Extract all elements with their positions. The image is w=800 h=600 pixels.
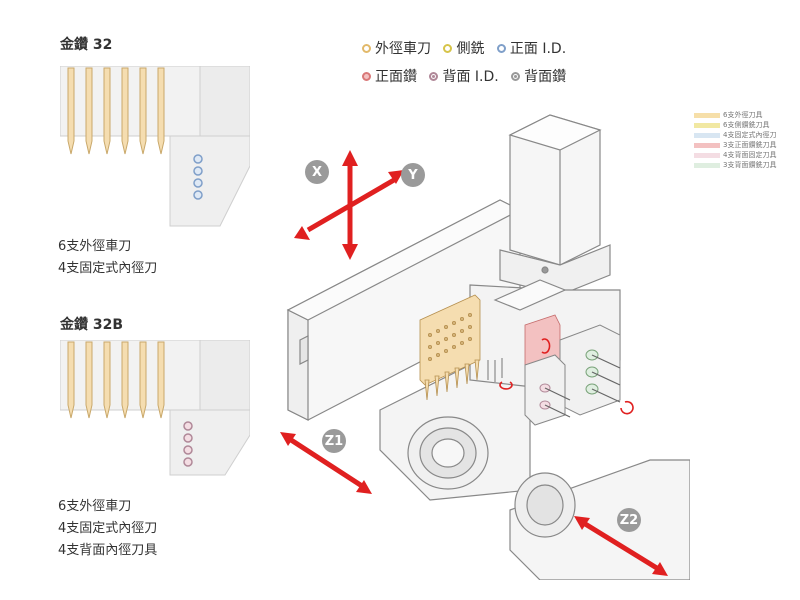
model-a-tool-diagram bbox=[60, 66, 250, 227]
legend-label: 側銑 bbox=[456, 41, 485, 57]
legend-label: 外徑車刀 bbox=[375, 41, 431, 57]
ring-icon bbox=[362, 43, 371, 53]
axis-x-label: X bbox=[305, 160, 329, 184]
model-a-line-1: 6支外徑車刀 bbox=[58, 239, 132, 254]
legend-label: 背面 I.D. bbox=[442, 69, 499, 85]
double-ring-icon bbox=[429, 71, 439, 81]
model-b-tools bbox=[67, 341, 165, 419]
ring-icon bbox=[443, 43, 453, 53]
legend-od-turning: 外徑車刀 bbox=[362, 38, 431, 58]
swatch-icon bbox=[694, 142, 720, 148]
model-b-tool-diagram bbox=[60, 340, 250, 476]
legend-row-1: 外徑車刀 側銑 正面 I.D. bbox=[362, 38, 574, 58]
legend-label: 正面鑽 bbox=[375, 69, 417, 85]
axis-y-label: Y bbox=[401, 163, 425, 187]
sub-spindle-base bbox=[509, 459, 690, 580]
legend-front-id: 正面 I.D. bbox=[496, 38, 567, 58]
z2-axis-arrow bbox=[574, 516, 668, 576]
model-a-title: 金鑽 32 bbox=[60, 37, 113, 53]
legend-side-milling: 側銑 bbox=[443, 38, 484, 58]
swatch-icon bbox=[694, 132, 720, 138]
model-b-description: 6支外徑車刀 4支固定式內徑刀 4支背面內徑刀具 bbox=[58, 496, 157, 562]
mini-legend-label: 6支側鑽銑刀具 bbox=[723, 121, 770, 129]
machine-illustration bbox=[286, 114, 690, 580]
mini-legend-item: 3支正面鑽銑刀具 bbox=[694, 140, 776, 150]
mini-legend-label: 3支背面鑽銑刀具 bbox=[723, 161, 777, 169]
mini-legend: 6支外徑刀具 6支側鑽銑刀具 4支固定式內徑刀 3支正面鑽銑刀具 4支背面固定刀… bbox=[694, 110, 776, 170]
model-b-line-1: 6支外徑車刀 bbox=[58, 499, 132, 514]
legend-back-drill: 背面鑽 bbox=[511, 66, 566, 86]
ring-icon bbox=[496, 43, 506, 53]
mini-legend-item: 6支側鑽銑刀具 bbox=[694, 120, 776, 130]
axis-z1-label: Z1 bbox=[322, 429, 346, 453]
swatch-icon bbox=[694, 112, 720, 118]
mini-legend-label: 3支正面鑽銑刀具 bbox=[723, 141, 777, 149]
legend-front-drill: 正面鑽 bbox=[362, 66, 417, 86]
mini-legend-item: 3支背面鑽銑刀具 bbox=[694, 160, 776, 170]
model-a-line-2: 4支固定式內徑刀 bbox=[58, 261, 158, 276]
legend-row-2: 正面鑽 背面 I.D. 背面鑽 bbox=[362, 66, 574, 86]
ring-icon bbox=[362, 71, 371, 81]
slide-bed-front bbox=[287, 309, 309, 421]
side-drills bbox=[487, 358, 503, 382]
swatch-icon bbox=[694, 152, 720, 158]
legend-label: 正面 I.D. bbox=[509, 41, 567, 57]
mini-legend-item: 4支背面固定刀具 bbox=[694, 150, 776, 160]
mini-legend-label: 4支背面固定刀具 bbox=[723, 151, 777, 159]
mini-legend-item: 4支固定式內徑刀 bbox=[694, 130, 776, 140]
swatch-icon bbox=[694, 122, 720, 128]
model-a-tools bbox=[67, 67, 165, 155]
rotation-arrows bbox=[499, 338, 634, 415]
model-b-back-id-holes bbox=[183, 421, 193, 467]
mini-legend-label: 4支固定式內徑刀 bbox=[723, 131, 777, 139]
model-b-line-2: 4支固定式內徑刀 bbox=[58, 521, 158, 536]
legend-label: 背面鑽 bbox=[524, 69, 567, 85]
swatch-icon bbox=[694, 162, 720, 168]
mini-legend-item: 6支外徑刀具 bbox=[694, 110, 776, 120]
back-drill-shanks bbox=[544, 354, 621, 418]
mini-legend-label: 6支外徑刀具 bbox=[723, 111, 763, 119]
model-b-title: 金鑽 32B bbox=[60, 317, 124, 333]
model-b-line-3: 4支背面內徑刀具 bbox=[58, 543, 158, 558]
xy-axis-arrows bbox=[294, 150, 404, 260]
motor-base bbox=[499, 244, 611, 296]
back-tool-block bbox=[524, 324, 621, 426]
model-a-id-holes bbox=[193, 154, 203, 200]
axis-z2-label: Z2 bbox=[617, 508, 641, 532]
od-tool-block bbox=[419, 294, 481, 401]
z1-axis-arrow bbox=[280, 432, 372, 494]
double-ring-icon bbox=[511, 71, 521, 81]
legend-back-id: 背面 I.D. bbox=[429, 66, 499, 86]
model-a-description: 6支外徑車刀 4支固定式內徑刀 bbox=[58, 236, 157, 280]
